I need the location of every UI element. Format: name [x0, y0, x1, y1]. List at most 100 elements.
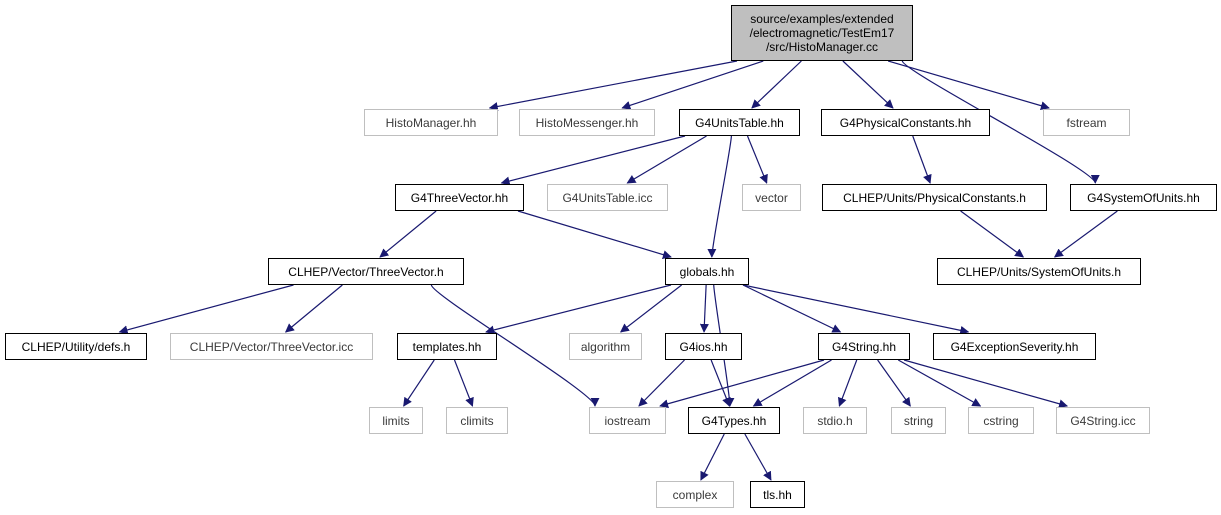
- node-label: G4String.icc: [1070, 413, 1136, 428]
- edge-g4threevector-hh-to-globals-hh: [517, 210, 672, 259]
- edge-g4physicalconstants-hh-to-clhep-physicalconstants-h: [912, 135, 932, 184]
- node-g4threevector-hh[interactable]: G4ThreeVector.hh: [395, 184, 524, 211]
- node-label: complex: [672, 487, 718, 502]
- node-label: G4ThreeVector.hh: [410, 190, 509, 205]
- node-label: templates.hh: [412, 339, 482, 354]
- edge-root-to-g4unitstable-hh: [751, 60, 802, 109]
- node-g4exceptionseverity-hh[interactable]: G4ExceptionSeverity.hh: [933, 333, 1096, 360]
- edge-g4types-hh-to-tls-hh: [744, 433, 772, 481]
- node-g4unitstable-hh[interactable]: G4UnitsTable.hh: [679, 109, 800, 136]
- node-label: fstream: [1066, 115, 1107, 130]
- edge-root-to-histomanager-hh: [488, 60, 738, 111]
- node-globals-hh[interactable]: globals.hh: [665, 258, 749, 285]
- node-label: stdio.h: [817, 413, 853, 428]
- node-histomanager-hh: HistoManager.hh: [364, 109, 498, 136]
- node-label: HistoMessenger.hh: [535, 115, 639, 130]
- edge-g4string-hh-to-cstring: [897, 359, 982, 407]
- edge-clhep-threevector-h-to-clhep-defs-h: [118, 284, 294, 335]
- edge-g4systemofunits-hh-to-clhep-systemofunits-h: [1053, 210, 1118, 258]
- node-label: algorithm: [580, 339, 631, 354]
- edge-templates-hh-to-climits: [453, 359, 474, 407]
- node-label: G4String.hh: [831, 339, 897, 354]
- node-clhep-physicalconstants-h[interactable]: CLHEP/Units/PhysicalConstants.h: [822, 184, 1047, 211]
- edge-root-to-g4systemofunits-hh: [901, 60, 1100, 184]
- edge-g4string-hh-to-g4types-hh: [752, 359, 832, 407]
- node-label: G4ios.hh: [679, 339, 728, 354]
- node-tls-hh[interactable]: tls.hh: [750, 481, 805, 508]
- edge-globals-hh-to-templates-hh: [485, 284, 672, 335]
- node-label: G4Types.hh: [701, 413, 767, 428]
- node-label: tls.hh: [763, 487, 792, 502]
- node-limits: limits: [369, 407, 423, 434]
- node-templates-hh[interactable]: templates.hh: [397, 333, 497, 360]
- node-root[interactable]: source/examples/extended/electromagnetic…: [731, 5, 913, 61]
- node-label: CLHEP/Units/SystemOfUnits.h: [956, 264, 1122, 279]
- node-label: limits: [382, 413, 410, 428]
- node-clhep-systemofunits-h[interactable]: CLHEP/Units/SystemOfUnits.h: [937, 258, 1141, 285]
- edge-globals-hh-to-g4exceptionseverity-hh: [742, 284, 970, 335]
- node-label: G4PhysicalConstants.hh: [839, 115, 972, 130]
- node-label: G4ExceptionSeverity.hh: [950, 339, 1079, 354]
- node-label: G4SystemOfUnits.hh: [1087, 190, 1200, 205]
- edge-root-to-histomessenger-hh: [621, 60, 764, 110]
- node-clhep-threevector-icc: CLHEP/Vector/ThreeVector.icc: [170, 333, 373, 360]
- edge-layer: [118, 60, 1118, 481]
- edge-clhep-threevector-h-to-clhep-threevector-icc: [284, 284, 343, 333]
- node-g4physicalconstants-hh[interactable]: G4PhysicalConstants.hh: [821, 109, 990, 136]
- edge-g4ios-hh-to-g4types-hh: [710, 359, 731, 407]
- node-histomessenger-hh: HistoMessenger.hh: [519, 109, 655, 136]
- edge-g4types-hh-to-complex: [700, 433, 725, 481]
- node-clhep-defs-h[interactable]: CLHEP/Utility/defs.h: [5, 333, 147, 360]
- node-g4types-hh[interactable]: G4Types.hh: [688, 407, 780, 434]
- edge-g4string-hh-to-iostream: [659, 359, 825, 409]
- edge-g4string-hh-to-string: [877, 359, 911, 407]
- node-label: HistoManager.hh: [385, 115, 477, 130]
- node-label: CLHEP/Utility/defs.h: [21, 339, 131, 354]
- edge-g4string-hh-to-g4string-icc: [903, 359, 1069, 409]
- node-string: string: [891, 407, 946, 434]
- node-cstring: cstring: [968, 407, 1034, 434]
- node-label: iostream: [604, 413, 651, 428]
- node-label: CLHEP/Vector/ThreeVector.icc: [189, 339, 354, 354]
- edge-globals-hh-to-algorithm: [620, 284, 682, 333]
- edge-g4ios-hh-to-iostream: [638, 359, 685, 407]
- node-g4ios-hh[interactable]: G4ios.hh: [665, 333, 742, 360]
- node-fstream: fstream: [1043, 109, 1130, 136]
- node-label: /src/HistoManager.cc: [765, 40, 879, 54]
- node-g4string-hh[interactable]: G4String.hh: [818, 333, 910, 360]
- edge-root-to-fstream: [887, 60, 1050, 111]
- node-iostream: iostream: [589, 407, 666, 434]
- node-complex: complex: [656, 481, 734, 508]
- edge-globals-hh-to-g4ios-hh: [699, 284, 709, 333]
- node-g4unitstable-icc: G4UnitsTable.icc: [547, 184, 668, 211]
- node-climits: climits: [446, 407, 508, 434]
- node-stdio-h: stdio.h: [803, 407, 867, 434]
- node-label: climits: [460, 413, 494, 428]
- edge-g4unitstable-hh-to-globals-hh: [707, 135, 732, 258]
- edge-clhep-physicalconstants-h-to-clhep-systemofunits-h: [960, 210, 1025, 258]
- edge-templates-hh-to-limits: [403, 359, 435, 407]
- edge-globals-hh-to-g4string-hh: [742, 284, 842, 333]
- node-label: vector: [755, 190, 788, 205]
- edge-root-to-g4physicalconstants-hh: [842, 60, 894, 109]
- node-label: G4UnitsTable.icc: [562, 190, 653, 205]
- node-label: /electromagnetic/TestEm17: [749, 26, 895, 40]
- node-label: cstring: [983, 413, 1019, 428]
- node-g4systemofunits-hh[interactable]: G4SystemOfUnits.hh: [1070, 184, 1217, 211]
- edge-g4string-hh-to-stdio-h: [838, 359, 858, 407]
- node-label: source/examples/extended: [750, 12, 894, 26]
- node-label: CLHEP/Units/PhysicalConstants.h: [843, 190, 1026, 205]
- node-label: G4UnitsTable.hh: [695, 115, 784, 130]
- node-label: string: [903, 413, 934, 428]
- edge-g4unitstable-hh-to-g4unitstable-icc: [626, 135, 707, 184]
- edge-clhep-threevector-h-to-iostream: [430, 284, 600, 407]
- node-vector: vector: [742, 184, 801, 211]
- edge-g4unitstable-hh-to-g4threevector-hh: [500, 135, 686, 186]
- node-label: globals.hh: [679, 264, 735, 279]
- node-label: CLHEP/Vector/ThreeVector.h: [288, 264, 444, 279]
- edge-g4threevector-hh-to-clhep-threevector-h: [379, 210, 437, 258]
- node-g4string-icc: G4String.icc: [1056, 407, 1150, 434]
- edge-g4unitstable-hh-to-vector: [746, 135, 768, 184]
- node-clhep-threevector-h[interactable]: CLHEP/Vector/ThreeVector.h: [268, 258, 464, 285]
